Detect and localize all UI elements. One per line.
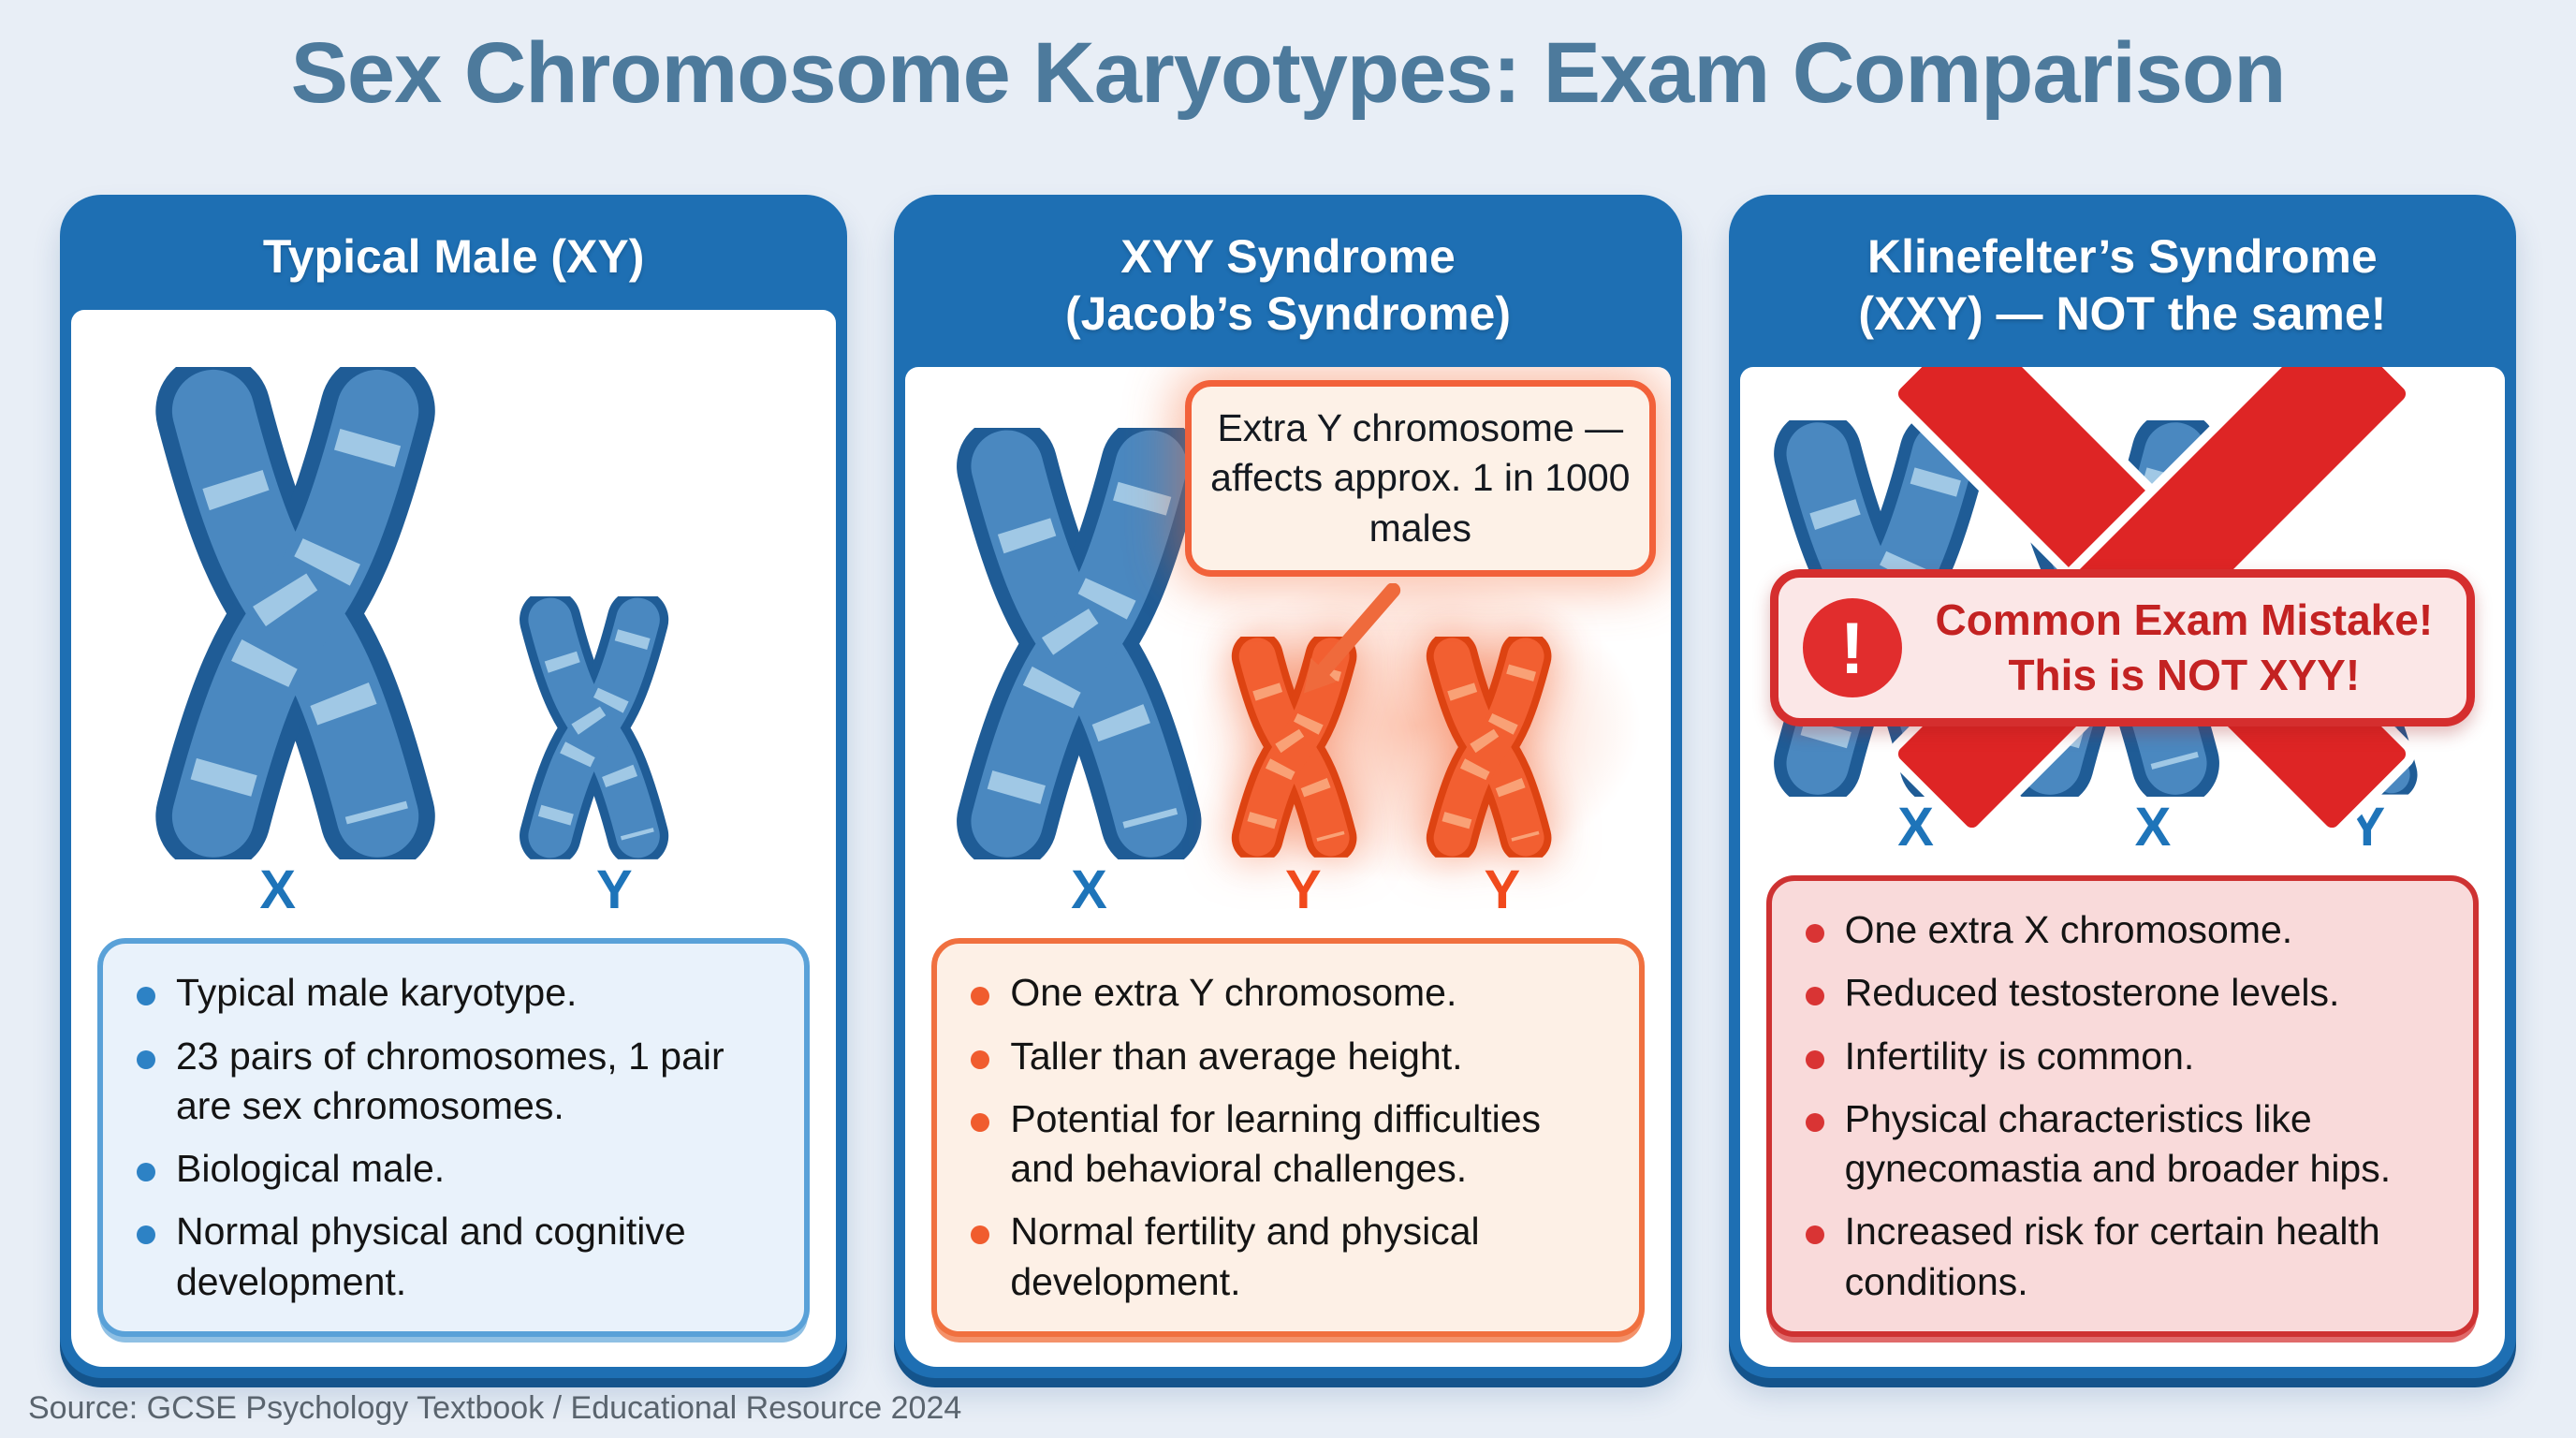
fact-item: Infertility is common. (1787, 1032, 2449, 1081)
extra-y-chromosome-icon (1415, 637, 1562, 858)
facts-list: Typical male karyotype. 23 pairs of chro… (118, 968, 780, 1307)
facts-box: One extra X chromosome. Reduced testoste… (1765, 874, 2479, 1337)
chromosome-labels: X Y (71, 863, 836, 934)
warning-line2: This is NOT XYY! (2008, 651, 2361, 700)
panel-header-line1: Klinefelter’s Syndrome (1867, 230, 2378, 283)
exclamation-icon: ! (1802, 598, 1902, 698)
chromosome-label-y: Y (595, 859, 633, 921)
panel-typical-male: Typical Male (XY) X Y Typical male karyo… (60, 195, 848, 1378)
panel-xyy-body: Extra Y chromosome — affects approx. 1 i… (905, 367, 1671, 1367)
source-attribution: Source: GCSE Psychology Textbook / Educa… (28, 1390, 962, 1426)
fact-item: One extra Y chromosome. (952, 968, 1614, 1018)
page-title: Sex Chromosome Karyotypes: Exam Comparis… (290, 25, 2287, 121)
fact-item: One extra X chromosome. (1787, 905, 2449, 955)
exam-mistake-warning: ! Common Exam Mistake! This is NOT XYY! (1769, 569, 2475, 726)
panel-header-line2: (Jacob’s Syndrome) (1064, 287, 1512, 340)
facts-box: Typical male karyotype. 23 pairs of chro… (97, 938, 811, 1337)
fact-item: Potential for learning difficulties and … (952, 1094, 1614, 1195)
fact-item: Biological male. (118, 1144, 780, 1194)
warning-line1: Common Exam Mistake! (1935, 595, 2434, 645)
y-chromosome-icon (506, 596, 681, 859)
panel-xyy-syndrome: XYY Syndrome (Jacob’s Syndrome) Extra Y … (894, 195, 1682, 1378)
fact-item: Normal fertility and physical developmen… (952, 1207, 1614, 1307)
x-chromosome-icon (935, 428, 1223, 859)
chromosome-label-y: Y (1284, 859, 1322, 921)
panel-xyy-header: XYY Syndrome (Jacob’s Syndrome) (905, 206, 1670, 367)
karyotype-area: Extra Y chromosome — affects approx. 1 i… (913, 373, 1662, 884)
fact-item: Increased risk for certain health condit… (1787, 1207, 2449, 1307)
karyotype-area (79, 315, 828, 863)
extra-y-callout: Extra Y chromosome — affects approx. 1 i… (1184, 380, 1656, 577)
facts-list: One extra X chromosome. Reduced testoste… (1787, 905, 2449, 1307)
fact-item: Typical male karyotype. (118, 968, 780, 1018)
fact-item: 23 pairs of chromosomes, 1 pair are sex … (118, 1032, 780, 1132)
panel-typical-male-header: Typical Male (XY) (71, 206, 836, 310)
panel-header-line1: Typical Male (XY) (262, 230, 645, 283)
fact-item: Physical characteristics like gynecomast… (1787, 1094, 2449, 1195)
karyotype-area: ! Common Exam Mistake! This is NOT XYY! (1748, 367, 2497, 844)
chromosome-label-x: X (1897, 796, 1934, 858)
fact-item: Normal physical and cognitive developmen… (118, 1207, 780, 1307)
warning-text: Common Exam Mistake! This is NOT XYY! (1926, 593, 2442, 703)
panel-typical-male-body: X Y Typical male karyotype. 23 pairs of … (71, 310, 837, 1367)
chromosome-label-y: Y (1484, 859, 1521, 921)
facts-list: One extra Y chromosome. Taller than aver… (952, 968, 1614, 1307)
panel-header-line2: (XXY) — NOT the same! (1858, 287, 2387, 340)
chromosome-labels: X X Y (1740, 800, 2505, 872)
facts-box: One extra Y chromosome. Taller than aver… (931, 938, 1645, 1337)
chromosome-label-x: X (259, 859, 297, 921)
panel-klinefelter-header: Klinefelter’s Syndrome (XXY) — NOT the s… (1740, 206, 2505, 367)
chromosome-labels: X Y Y (905, 863, 1670, 934)
fact-item: Reduced testosterone levels. (1787, 968, 2449, 1018)
arrow-icon (1303, 583, 1401, 694)
fact-item: Taller than average height. (952, 1032, 1614, 1081)
chromosome-label-x: X (1071, 859, 1107, 921)
panel-header-line1: XYY Syndrome (1120, 230, 1456, 283)
panel-row: Typical Male (XY) X Y Typical male karyo… (60, 195, 2516, 1378)
panel-klinefelter-body: ! Common Exam Mistake! This is NOT XYY! … (1739, 367, 2505, 1367)
x-chromosome-icon (131, 367, 460, 860)
chromosome-label-x: X (2134, 796, 2172, 858)
panel-klinefelter-syndrome: Klinefelter’s Syndrome (XXY) — NOT the s… (1728, 195, 2516, 1378)
